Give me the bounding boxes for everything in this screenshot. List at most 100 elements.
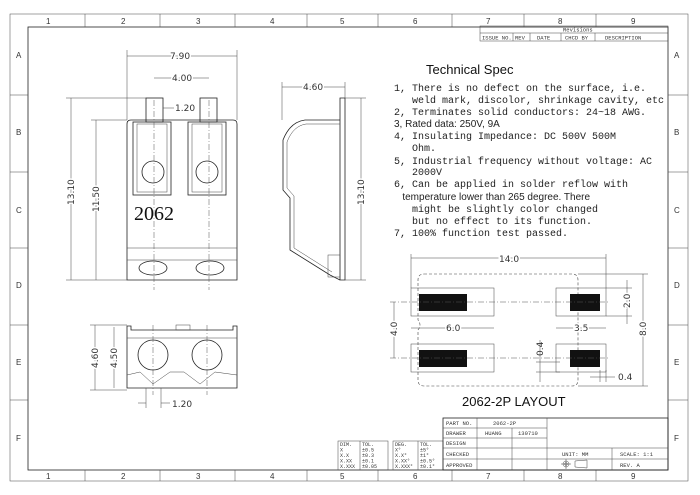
tol-header: TOL. xyxy=(362,442,374,448)
bottom-view: 4.60 4.50 1.20 xyxy=(90,324,238,410)
spec-line: 7, 100% function test passed. xyxy=(394,228,568,240)
column-label: 5 xyxy=(340,472,345,481)
technical-spec: Technical Spec 1, There is no defect on … xyxy=(394,62,664,240)
row-label: A xyxy=(16,51,22,60)
approved-label: APPROVED xyxy=(446,462,473,469)
tol-cell: ±0.5 xyxy=(362,448,374,454)
column-label: 6 xyxy=(413,17,418,26)
spec-line: 6, Can be applied in solder reflow with xyxy=(394,179,628,191)
column-label: 6 xyxy=(413,472,418,481)
pad xyxy=(570,294,600,311)
column-label: 2 xyxy=(121,17,126,26)
tol-cell: X.XX° xyxy=(395,459,410,465)
dim-pad-height: 2.0 xyxy=(623,293,633,308)
tol-cell: X xyxy=(340,448,343,454)
drawer: HUANG xyxy=(485,430,502,437)
revision: REV. A xyxy=(620,462,641,469)
column-label: 8 xyxy=(558,17,563,26)
tol-header: TOL. xyxy=(420,442,432,448)
dim-pad-short: 3.5 xyxy=(574,324,588,334)
column-label: 3 xyxy=(196,472,201,481)
spec-line: Ohm. xyxy=(394,143,436,155)
dim-overall-height: 8.0 xyxy=(639,321,649,336)
revisions-header: ISSUE NO. xyxy=(482,35,512,42)
row-label: B xyxy=(674,128,679,137)
side-view: 4.60 13.10 xyxy=(281,82,369,281)
dim-body-height: 11.50 xyxy=(92,186,102,212)
projection-symbol-icon xyxy=(561,459,588,469)
spec-line: 1, There is no defect on the surface, i.… xyxy=(394,83,646,95)
row-label: F xyxy=(674,434,679,443)
part-no-label: PART NO. xyxy=(446,420,472,427)
column-markers: 1 2 3 4 5 6 7 8 9 1 2 3 4 5 6 7 8 9 xyxy=(10,14,688,481)
dim-height: 13.10 xyxy=(67,179,77,205)
dim-bottom-pin: 1.20 xyxy=(172,400,192,410)
spec-title: Technical Spec xyxy=(426,62,514,77)
spec-line: 5, Industrial frequency without voltage:… xyxy=(394,156,652,168)
part-label: 2062 xyxy=(134,203,174,225)
tol-cell: ±1° xyxy=(420,453,429,459)
dim-depth: 4.60 xyxy=(303,83,323,93)
row-label: D xyxy=(16,281,22,290)
drawer-label: DRAWER xyxy=(446,430,467,437)
tol-header: DEG. xyxy=(395,442,407,448)
tol-cell: ±0.1° xyxy=(420,464,435,470)
row-label: A xyxy=(674,51,680,60)
scale: SCALE: 1:1 xyxy=(620,451,654,458)
revisions-header: REV xyxy=(515,35,526,42)
dim-pad-long: 6.0 xyxy=(446,324,461,334)
spec-line: 2, Terminates solid conductors: 24~18 AW… xyxy=(394,107,646,119)
dim-gap-v: 0.4 xyxy=(536,341,546,356)
row-label: E xyxy=(16,358,21,367)
spec-line: temperature lower than 265 degree. There xyxy=(394,192,590,203)
row-label: C xyxy=(674,206,680,215)
pad xyxy=(570,350,600,367)
row-label: F xyxy=(16,434,21,443)
column-label: 7 xyxy=(486,17,491,26)
dim-width: 7.90 xyxy=(170,52,190,62)
row-markers: A B C D E F A B C D E F xyxy=(16,51,680,443)
dim-gap-h: 0.4 xyxy=(618,373,633,383)
row-label: B xyxy=(16,128,21,137)
layout-title: 2062-2P LAYOUT xyxy=(462,394,566,409)
spec-line: might be slightly color changed xyxy=(394,204,598,216)
title-block: PART NO. 2062-2P DRAWER HUANG 130710 DES… xyxy=(442,417,669,471)
dim-pitch: 4.0 xyxy=(390,321,400,336)
row-label: E xyxy=(674,358,679,367)
tol-cell: ±0.5° xyxy=(420,459,435,465)
spec-line: 3, Rated data: 250V, 9A xyxy=(394,119,500,130)
row-label: C xyxy=(16,206,22,215)
dim-pin: 1.20 xyxy=(175,104,195,114)
pad xyxy=(419,350,467,367)
tol-cell: X.X xyxy=(340,453,349,459)
pcb-layout: 14.0 6.0 3.5 2.0 8.0 4.0 0.4 0.4 2062-2P… xyxy=(389,254,651,410)
column-label: 9 xyxy=(631,17,636,26)
column-label: 4 xyxy=(270,472,275,481)
dim-overall: 14.0 xyxy=(499,255,519,265)
tol-header: DIM. xyxy=(340,442,352,448)
pad xyxy=(419,294,467,311)
tol-cell: X.XX xyxy=(340,459,352,465)
revisions-header: DATE xyxy=(537,35,551,42)
tolerance-tables: DIM. TOL. X ±0.5 X.X ±0.3 X.XX ±0.1 X.XX… xyxy=(337,440,444,471)
tol-cell: X° xyxy=(395,448,401,454)
revisions-header: DESCRIPTION xyxy=(605,35,641,42)
tol-cell: X.X° xyxy=(395,453,407,459)
dim-bottom-body-height: 4.50 xyxy=(110,348,120,368)
column-label: 7 xyxy=(486,472,491,481)
tol-cell: ±0.1 xyxy=(362,459,374,465)
column-label: 1 xyxy=(46,17,51,26)
row-label: D xyxy=(674,281,680,290)
part-no: 2062-2P xyxy=(493,420,516,427)
revisions-table: Revisions ISSUE NO. REV DATE CHCD BY DES… xyxy=(479,25,669,42)
column-label: 8 xyxy=(558,472,563,481)
dim-bottom-height: 4.60 xyxy=(91,348,101,368)
dim-pitch: 4.00 xyxy=(172,74,192,84)
revisions-title: Revisions xyxy=(563,27,593,34)
column-label: 4 xyxy=(270,17,275,26)
checked-label: CHECKED xyxy=(446,451,470,458)
unit: UNIT: MM xyxy=(562,451,588,458)
tol-cell: ±5° xyxy=(420,448,429,454)
tol-cell: ±0.3 xyxy=(362,453,374,459)
